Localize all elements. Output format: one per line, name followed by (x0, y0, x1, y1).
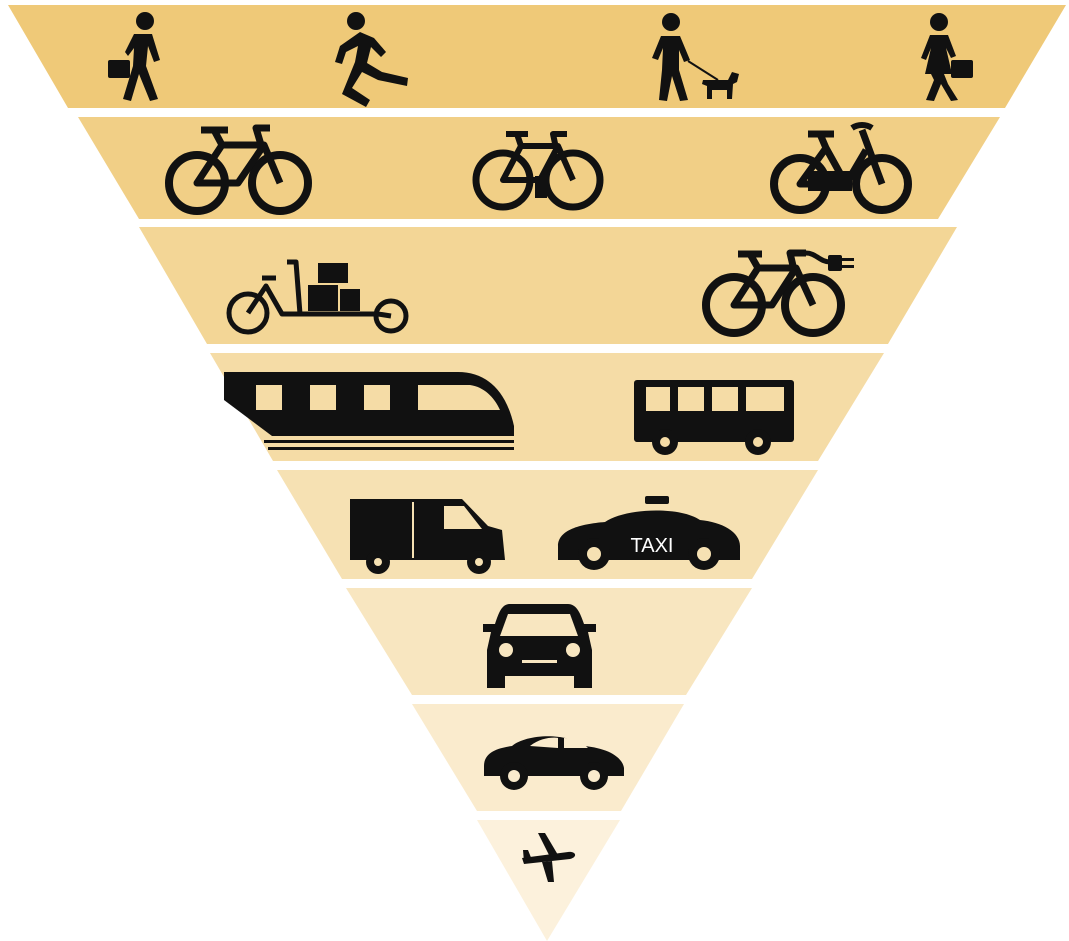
train-icon (224, 372, 514, 450)
cargo-bike-icon (226, 259, 409, 335)
tier-1-walking-band (8, 5, 1066, 108)
taxi-icon: TAXI (558, 496, 740, 570)
airplane-icon (522, 833, 576, 882)
running-icon (335, 12, 408, 107)
racing-bicycle-icon (472, 131, 604, 211)
car-side-icon (484, 736, 624, 790)
city-bicycle-icon (770, 122, 912, 214)
walking-dog-icon (652, 13, 739, 101)
delivery-van-icon (350, 499, 505, 574)
bus-icon (634, 380, 794, 455)
bicycle-icon (165, 124, 312, 215)
woman-walking-with-bag-icon (921, 13, 973, 101)
e-bike-icon (702, 249, 854, 337)
walking-with-briefcase-icon (108, 12, 160, 101)
taxi-label: TAXI (631, 535, 674, 557)
car-front-icon (483, 604, 596, 688)
